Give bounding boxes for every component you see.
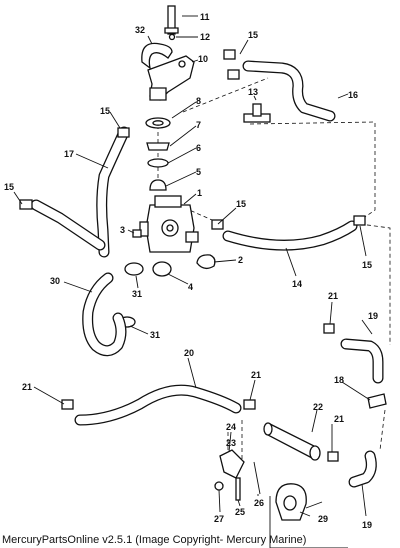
- nut-part-27: [214, 481, 224, 491]
- copyright-caption: MercuryPartsOnline v2.5.1 (Image Copyrig…: [2, 534, 307, 546]
- callout-30: 30: [50, 276, 60, 286]
- callout-15-top: 15: [248, 30, 258, 40]
- clamp-part-31-upper: [124, 262, 144, 276]
- callout-15-right: 15: [362, 260, 372, 270]
- callout-13: 13: [248, 87, 258, 97]
- cap-part-5: [149, 179, 167, 191]
- callout-5: 5: [196, 167, 201, 177]
- callout-32: 32: [135, 25, 145, 35]
- plug-part-2: [196, 254, 216, 270]
- main-housing-part-1: [139, 195, 199, 253]
- cylinder-part-22: [263, 422, 321, 461]
- hose-part-14: [222, 220, 358, 251]
- callout-19-lower: 19: [362, 520, 372, 530]
- callout-21-upper: 21: [328, 291, 338, 301]
- callout-3: 3: [120, 225, 125, 235]
- hose-part-16: [242, 60, 336, 122]
- callout-8: 8: [196, 96, 201, 106]
- bracket-part-24: [219, 449, 245, 479]
- callout-27: 27: [214, 514, 224, 524]
- detail-frame: [269, 496, 348, 548]
- callout-12: 12: [200, 32, 210, 42]
- hose-part-17: [96, 126, 130, 258]
- callout-1: 1: [197, 188, 202, 198]
- clip-part-18: [367, 393, 387, 409]
- hose-part-30: [82, 272, 127, 357]
- tee-fitting-part-13: [243, 103, 271, 123]
- callout-18: 18: [334, 375, 344, 385]
- hose-clamp-15-upper: [117, 127, 130, 138]
- callout-21-left: 21: [22, 382, 32, 392]
- callout-7: 7: [196, 120, 201, 130]
- hose-clamp-15-left: [19, 199, 33, 210]
- callout-23: 23: [226, 438, 236, 448]
- hose-clamp-21-right: [327, 451, 339, 462]
- housing-flange: [149, 87, 167, 101]
- hose-clamp-15-top: [223, 49, 236, 60]
- callout-labels: 11 12 32 10 15 16 13 8 15 7 17 6 5 15 1 …: [4, 12, 378, 530]
- callout-21-right: 21: [334, 414, 344, 424]
- callout-6: 6: [196, 143, 201, 153]
- callout-25: 25: [235, 507, 245, 517]
- hose-part-19-upper: [340, 338, 384, 384]
- pin-part-26: [253, 461, 261, 495]
- callout-31-upper: 31: [132, 289, 142, 299]
- hose-clamp-15-right: [353, 215, 366, 226]
- plug-part-3: [132, 229, 142, 238]
- bolt-part-11: [164, 5, 179, 35]
- housing-bolt-hole: [178, 60, 186, 68]
- hose-clamp-15-top2: [227, 69, 240, 80]
- pin-part-25: [235, 477, 241, 501]
- callout-16: 16: [348, 90, 358, 100]
- seal-part-7: [146, 142, 170, 151]
- washer-part-12: [168, 33, 176, 41]
- leader-lines: [13, 15, 373, 517]
- callout-17: 17: [64, 149, 74, 159]
- callout-26: 26: [254, 498, 264, 508]
- hose-clamp-21-left: [61, 399, 74, 410]
- callout-10: 10: [198, 54, 208, 64]
- callout-4: 4: [188, 282, 193, 292]
- ring-part-6: [147, 158, 169, 168]
- callout-20: 20: [184, 348, 194, 358]
- hose-elbow-left: [30, 199, 106, 251]
- hose-clamp-21-mid: [243, 399, 256, 410]
- clamp-part-4: [152, 261, 172, 277]
- clamp-part-29: [275, 483, 323, 521]
- hose-part-19-lower: [348, 450, 377, 488]
- hose-clamp-15-mid: [211, 219, 224, 230]
- callout-11: 11: [200, 12, 210, 22]
- callout-14: 14: [292, 279, 302, 289]
- gasket-inner-8: [152, 120, 164, 126]
- callout-15-mid: 15: [236, 199, 246, 209]
- callout-2: 2: [238, 255, 243, 265]
- callout-15-left: 15: [4, 182, 14, 192]
- callout-19-upper: 19: [368, 311, 378, 321]
- callout-21-mid: 21: [251, 370, 261, 380]
- hose-part-20: [74, 384, 242, 426]
- callout-24: 24: [226, 422, 236, 432]
- hose-clamp-21-upper: [323, 323, 335, 334]
- callout-22: 22: [313, 402, 323, 412]
- reference-dashed-lines: [157, 77, 391, 470]
- callout-29: 29: [318, 514, 328, 524]
- callout-31-lower: 31: [150, 330, 160, 340]
- callout-15-upper: 15: [100, 106, 110, 116]
